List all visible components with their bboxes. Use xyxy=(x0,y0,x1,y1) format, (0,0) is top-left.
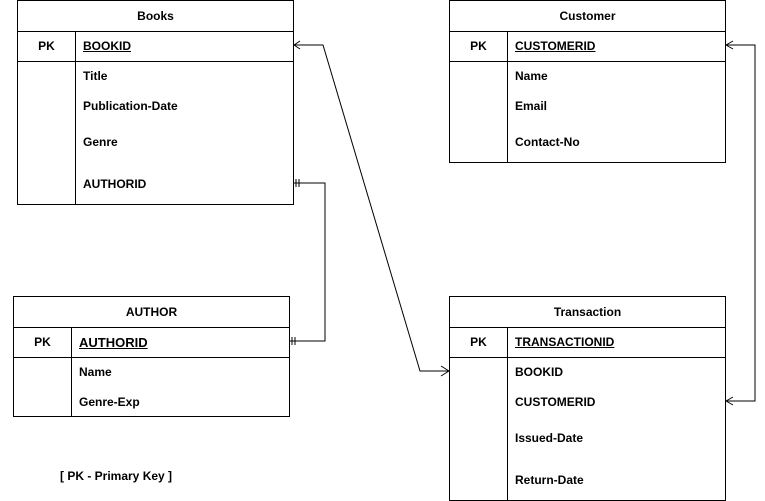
customer-transaction-link xyxy=(726,44,756,402)
transaction-divider xyxy=(507,357,508,500)
transaction-book-crowfoot-icon xyxy=(440,365,450,377)
transaction-pk-field: TRANSACTIONID xyxy=(515,335,615,349)
author-divider xyxy=(71,357,72,416)
books-pk-label: PK xyxy=(18,31,76,61)
customer-attr-contact-no: Contact-No xyxy=(515,135,580,149)
books-attr-genre: Genre xyxy=(83,135,118,149)
transaction-attr-bookid: BOOKID xyxy=(515,365,563,379)
customer-crowfoot-icon xyxy=(725,40,734,50)
books-pk-row: PK BOOKID xyxy=(18,31,293,62)
author-one-icon xyxy=(291,337,296,345)
author-attr-name: Name xyxy=(79,365,112,379)
books-divider xyxy=(75,61,76,204)
books-crowfoot-icon xyxy=(293,40,301,50)
customer-divider xyxy=(507,61,508,162)
transaction-attr-customerid: CUSTOMERID xyxy=(515,395,596,409)
author-pk-field: AUTHORID xyxy=(79,334,148,350)
books-entity[interactable]: Books PK BOOKID Title Publication-Date G… xyxy=(17,0,294,205)
books-author-one-icon xyxy=(295,179,300,187)
customer-pk-label: PK xyxy=(450,31,508,61)
transaction-customer-crowfoot-icon xyxy=(725,396,734,406)
customer-entity[interactable]: Customer PK CUSTOMERID Name Email Contac… xyxy=(449,0,726,163)
customer-attr-name: Name xyxy=(515,69,548,83)
author-pk-row: PK AUTHORID xyxy=(14,327,289,358)
books-title: Books xyxy=(18,1,293,32)
books-attr-title: Title xyxy=(83,69,108,83)
author-entity[interactable]: AUTHOR PK AUTHORID Name Genre-Exp xyxy=(13,296,290,417)
transaction-attr-return-date: Return-Date xyxy=(515,473,584,487)
author-attr-genre-exp: Genre-Exp xyxy=(79,395,140,409)
pk-legend-note: [ PK - Primary Key ] xyxy=(60,469,173,483)
books-attr-authorid: AUTHORID xyxy=(83,177,147,191)
books-author-link xyxy=(290,182,326,342)
books-transaction-link xyxy=(294,44,449,372)
transaction-pk-label: PK xyxy=(450,327,508,357)
customer-title: Customer xyxy=(450,1,725,32)
customer-pk-row: PK CUSTOMERID xyxy=(450,31,725,62)
transaction-pk-row: PK TRANSACTIONID xyxy=(450,327,725,358)
transaction-entity[interactable]: Transaction PK TRANSACTIONID BOOKID CUST… xyxy=(449,296,726,501)
customer-pk-field: CUSTOMERID xyxy=(515,39,596,53)
transaction-title: Transaction xyxy=(450,297,725,328)
author-pk-label: PK xyxy=(14,327,72,357)
author-title: AUTHOR xyxy=(14,297,289,328)
books-pk-field: BOOKID xyxy=(83,39,131,53)
books-attr-publication-date: Publication-Date xyxy=(83,99,178,113)
customer-attr-email: Email xyxy=(515,99,548,113)
transaction-attr-issued-date: Issued-Date xyxy=(515,431,584,445)
